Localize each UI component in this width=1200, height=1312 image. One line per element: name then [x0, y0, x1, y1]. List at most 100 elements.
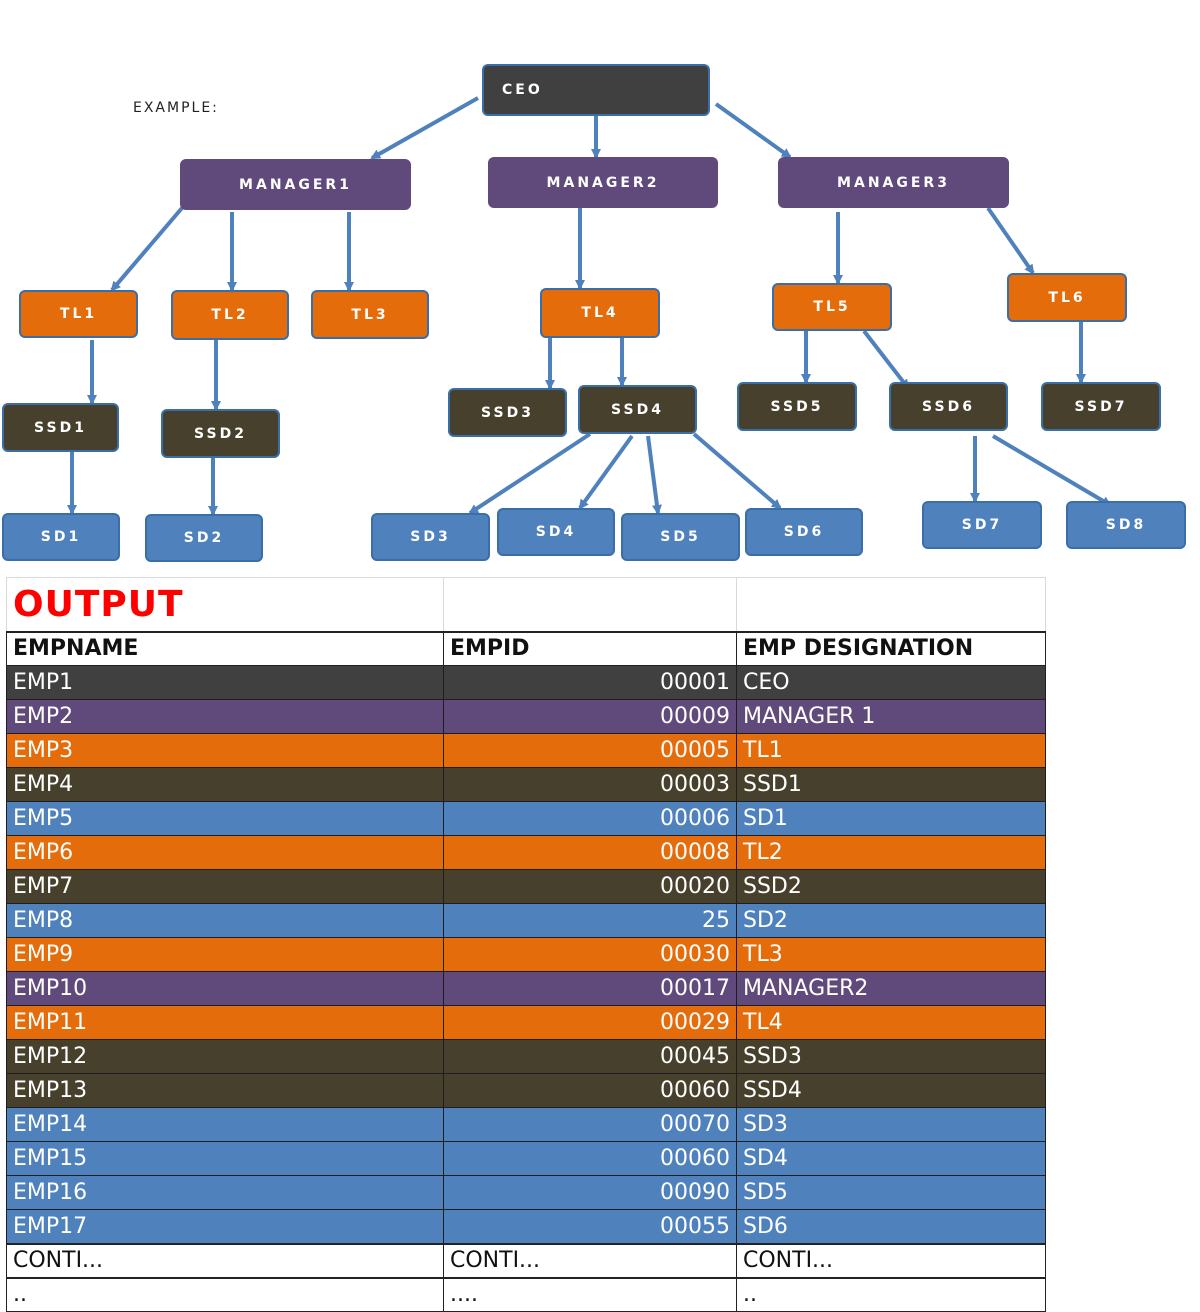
cell-designation: SSD4 [736, 1073, 1046, 1108]
cell-empname: EMP6 [6, 835, 444, 870]
output-title: OUTPUT [13, 583, 184, 625]
node-ssd1: SSD1 [2, 403, 119, 452]
cell-empname: EMP10 [6, 971, 444, 1006]
cell-empid: 00020 [443, 869, 737, 904]
node-tl2: TL2 [171, 290, 289, 340]
cell-designation: SSD2 [736, 869, 1046, 904]
header-emp-designation: EMP DESIGNATION [736, 631, 1046, 666]
node-tl3: TL3 [311, 290, 429, 339]
org-chart: EXAMPLE: CEO MANAGER1 MANAGER2 MANAGER3 … [0, 0, 1200, 570]
cell-empid: 00005 [443, 733, 737, 768]
node-tl4: TL4 [540, 288, 660, 338]
table-header-row: EMPNAME EMPID EMP DESIGNATION [6, 631, 1046, 666]
header-empname: EMPNAME [6, 631, 444, 666]
cell-empid: 00009 [443, 699, 737, 734]
arrow-tl5-ssd6 [862, 329, 910, 390]
output-title-row: OUTPUT [6, 577, 1046, 633]
empty-cell [736, 577, 1046, 633]
empty-cell [443, 577, 737, 633]
cell-designation: MANAGER 1 [736, 699, 1046, 734]
cell-empname: EMP12 [6, 1039, 444, 1074]
header-empid: EMPID [443, 631, 737, 666]
node-ssd4: SSD4 [578, 385, 697, 434]
output-table-container: OUTPUT EMPNAME EMPID EMP DESIGNATION EMP… [6, 577, 1046, 1312]
node-manager2: MANAGER2 [488, 157, 718, 208]
node-manager1: MANAGER1 [180, 159, 411, 210]
cell-continuation: CONTI... [736, 1242, 1046, 1278]
cell-empid: 00006 [443, 801, 737, 836]
cell-designation: SD2 [736, 903, 1046, 938]
table-row-continuation: CONTI...CONTI...CONTI... [6, 1242, 1046, 1278]
cell-empid: 00001 [443, 665, 737, 700]
cell-empname: EMP9 [6, 937, 444, 972]
node-ssd2: SSD2 [161, 409, 280, 458]
arrow-ceo-manager1 [370, 96, 479, 160]
cell-empname: EMP3 [6, 733, 444, 768]
cell-empname: EMP15 [6, 1141, 444, 1176]
arrow-ssd4-sd6 [692, 432, 782, 510]
cell-empid: 00017 [443, 971, 737, 1006]
node-tl6: TL6 [1007, 273, 1127, 322]
cell-empid: 00055 [443, 1209, 737, 1244]
arrow-manager3-tl6 [986, 206, 1035, 275]
cell-designation: SD6 [736, 1209, 1046, 1244]
cell-designation: SD5 [736, 1175, 1046, 1210]
node-tl5: TL5 [772, 283, 892, 331]
cell-empid: 00029 [443, 1005, 737, 1040]
cell-trailing: .. [736, 1276, 1046, 1312]
table-row-trailing: ........ [6, 1276, 1046, 1312]
node-manager3: MANAGER3 [778, 157, 1009, 208]
cell-designation: MANAGER2 [736, 971, 1046, 1006]
cell-empid: 00090 [443, 1175, 737, 1210]
node-ssd7: SSD7 [1041, 382, 1161, 431]
arrow-ceo-manager3 [714, 102, 792, 159]
node-sd5: SD5 [621, 513, 740, 561]
cell-designation: CEO [736, 665, 1046, 700]
cell-empname: EMP7 [6, 869, 444, 904]
arrow-ssd4-sd4 [578, 434, 634, 510]
cell-designation: SD4 [736, 1141, 1046, 1176]
node-ceo: CEO [482, 64, 710, 116]
node-sd8: SD8 [1066, 501, 1186, 549]
cell-empname: EMP2 [6, 699, 444, 734]
cell-empname: EMP1 [6, 665, 444, 700]
cell-empname: EMP17 [6, 1209, 444, 1244]
arrow-manager1-tl1 [110, 206, 184, 292]
node-sd3: SD3 [371, 513, 490, 561]
cell-continuation: CONTI... [443, 1242, 737, 1278]
cell-empname: EMP11 [6, 1005, 444, 1040]
node-sd1: SD1 [2, 513, 120, 561]
cell-designation: SSD1 [736, 767, 1046, 802]
cell-empname: EMP4 [6, 767, 444, 802]
output-title-cell: OUTPUT [6, 577, 444, 633]
org-chart-arrows [67, 96, 1112, 516]
cell-trailing: .... [443, 1276, 737, 1312]
cell-designation: TL4 [736, 1005, 1046, 1040]
cell-designation: SSD3 [736, 1039, 1046, 1074]
node-tl1: TL1 [19, 290, 138, 338]
cell-empid: 00045 [443, 1039, 737, 1074]
node-ssd5: SSD5 [737, 382, 857, 431]
cell-empid: 00070 [443, 1107, 737, 1142]
cell-continuation: CONTI... [6, 1242, 444, 1278]
cell-empid: 25 [443, 903, 737, 938]
cell-empname: EMP14 [6, 1107, 444, 1142]
arrow-ssd4-sd3 [468, 432, 592, 515]
cell-empid: 00060 [443, 1141, 737, 1176]
cell-empname: EMP16 [6, 1175, 444, 1210]
cell-empname: EMP5 [6, 801, 444, 836]
node-sd7: SD7 [922, 501, 1042, 549]
cell-empid: 00030 [443, 937, 737, 972]
